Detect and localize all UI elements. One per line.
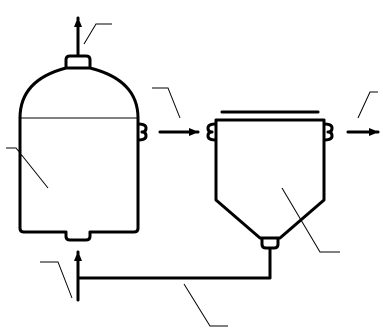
hopper-inlet-nozzle bbox=[206, 122, 218, 142]
vessel-top-nozzle bbox=[64, 54, 92, 70]
leader-bottom-inlet bbox=[40, 261, 73, 299]
vessel-body bbox=[18, 66, 140, 242]
return-pipe bbox=[74, 246, 272, 280]
hopper-outlet-nozzle bbox=[322, 122, 334, 142]
leader-hopper bbox=[281, 187, 340, 253]
leader-discharge bbox=[357, 91, 378, 119]
leader-vent bbox=[83, 23, 112, 45]
leader-transfer bbox=[152, 87, 181, 119]
leader-lines bbox=[6, 23, 378, 327]
leader-return-pipe bbox=[183, 283, 228, 327]
domed-vessel bbox=[18, 54, 148, 242]
vessel-side-nozzle bbox=[136, 122, 148, 142]
hopper-vessel bbox=[206, 110, 334, 250]
hopper-body bbox=[214, 118, 326, 240]
leader-vessel bbox=[6, 147, 49, 189]
